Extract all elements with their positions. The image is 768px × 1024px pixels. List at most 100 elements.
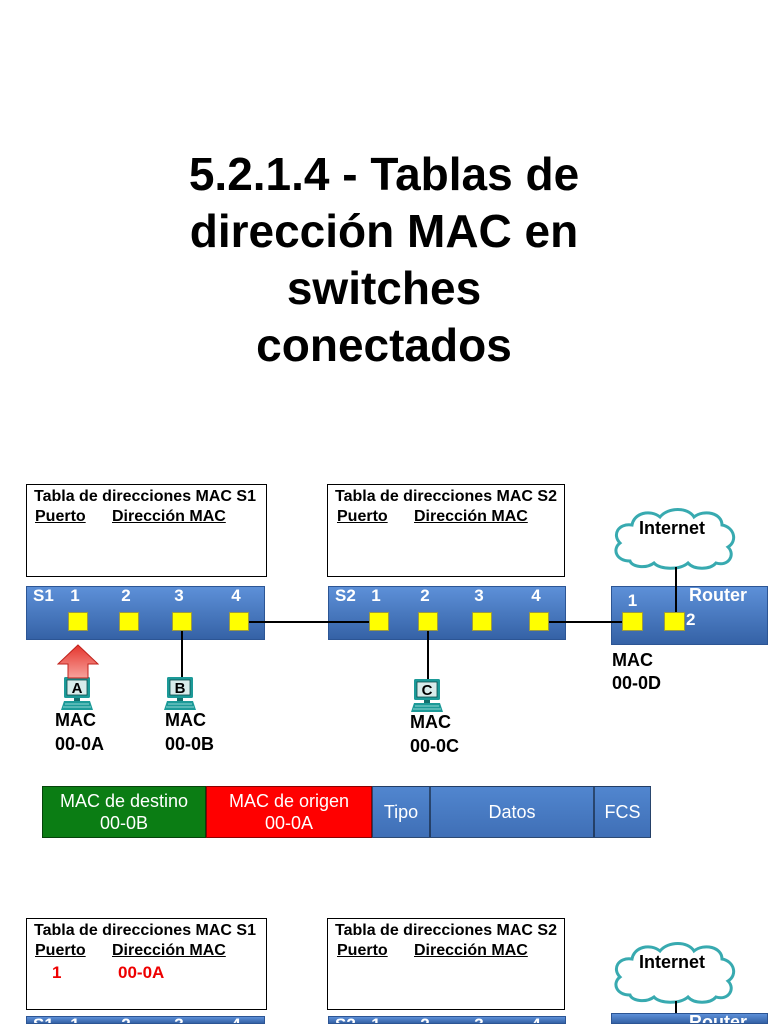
host-c-mac-caption: MAC [410,712,451,732]
s1-mac-table: Tabla de direcciones MAC S1 Puerto Direc… [26,918,267,1010]
switch-s1-label: S1 [33,586,54,605]
port-column-header: Puerto [337,508,388,525]
router: Router 1 2 [611,586,768,645]
s1-port-1-label: 1 [70,586,80,605]
switch-s1-label: S1 [33,1017,54,1023]
frame-destination-mac-value: 00-0B [99,813,149,833]
frame-fcs-label: FCS [604,802,641,822]
s2-mac-table: Tabla de direcciones MAC S2 Puerto Direc… [327,484,565,577]
s2-port-1-label: 1 [366,1017,386,1023]
internet-label: Internet [638,952,705,972]
router-port-1-label: 1 [627,591,638,610]
s2-mac-table-title: Tabla de direcciones MAC S2 [335,488,557,505]
router-port-1 [622,612,643,631]
router: Router [611,1013,768,1024]
switch-s2-label: S2 [335,586,356,605]
pc-screen [169,679,191,696]
host-b-link [181,631,183,677]
host-a-mac-address: 00-0A [55,734,105,754]
pc-screen [416,681,438,698]
internet-label: Internet [638,518,705,538]
pc-stand [424,700,430,703]
host-c-mac-address: 00-0C [410,736,460,756]
port-column-header: Puerto [35,508,86,525]
network-diagram-2: Tabla de direcciones MAC S1 Puerto Direc… [0,918,768,1024]
s2-port-3 [472,612,492,631]
s2-mac-table-title: Tabla de direcciones MAC S2 [335,922,557,939]
s1-port-4-label: 4 [231,586,241,605]
s1-port-3-label: 3 [174,586,184,605]
router-label: Router [689,586,747,605]
s2-port-2 [418,612,438,631]
cloud-outline [614,508,736,570]
host-b-label: B [175,680,186,697]
table-entry-port: 1 [52,963,62,982]
s2-port-2-label: 2 [415,1017,435,1023]
switch-s2: S2 1 2 3 4 [328,1016,566,1024]
switch-s1: S1 1 2 3 4 [26,1016,265,1024]
port-column-header: Puerto [337,942,388,959]
s1-s2-link [249,621,369,623]
s2-port-2-label: 2 [420,586,430,605]
s1-port-2-label: 2 [116,1017,136,1023]
s1-port-4-label: 4 [226,1017,246,1023]
s1-port-2-label: 2 [121,586,131,605]
title-line-4: conectados [256,319,512,371]
s1-port-4 [229,612,249,631]
internet-router-link [675,1001,677,1013]
title-line-3: switches [286,262,482,314]
s1-mac-table-title: Tabla de direcciones MAC S1 [34,922,256,939]
frame-data: Datos [430,786,594,838]
router-label: Router [689,1013,747,1024]
host-b-mac-caption: MAC [165,710,206,730]
host-c-link [427,631,429,679]
cloud-icon [614,508,736,570]
s1-mac-table: Tabla de direcciones MAC S1 Puerto Direc… [26,484,267,577]
pc-keyboard [164,701,196,710]
frame-data-label: Datos [488,802,536,822]
s2-router-link [549,621,622,623]
s2-port-1 [369,612,389,631]
host-a-mac-caption: MAC [55,710,96,730]
switch-s2-label: S2 [335,1017,356,1023]
host-c-label: C [422,682,433,699]
switch-s2: S2 1 2 3 4 [328,586,566,640]
s2-port-1-label: 1 [371,586,381,605]
s1-port-1 [68,612,88,631]
frame-fcs: FCS [594,786,651,838]
s2-port-4-label: 4 [526,1017,546,1023]
s2-port-3-label: 3 [469,1017,489,1023]
s2-port-4 [529,612,549,631]
switch-s1: S1 1 2 3 4 [26,586,265,640]
cloud-icon [614,942,736,1004]
slide-title: 5.2.1.4 - Tablas de dirección MAC en swi… [0,146,768,374]
router-mac-address: 00-0D [612,673,662,693]
s2-port-3-label: 3 [474,586,484,605]
pc-keyboard [61,701,93,710]
frame-source-mac-value: 00-0A [264,813,314,833]
s2-mac-table: Tabla de direcciones MAC S2 Puerto Direc… [327,918,565,1010]
pc-stand [74,698,80,701]
title-line-1: 5.2.1.4 - Tablas de [188,148,580,200]
frame-destination-mac: MAC de destino 00-0B [42,786,206,838]
mac-column-header: Dirección MAC [112,508,226,525]
mac-column-header: Dirección MAC [414,942,528,959]
s1-port-3-label: 3 [169,1017,189,1023]
pc-stand [177,698,183,701]
s1-port-3 [172,612,192,631]
internet-router-link [675,567,677,612]
port-column-header: Puerto [35,942,86,959]
cloud-outline [614,942,736,1004]
pc-keyboard [411,703,443,712]
arrow-up-icon [57,644,99,679]
router-port-2-label: 2 [686,610,696,629]
table-entry-mac: 00-0A [118,963,165,982]
router-port-2 [664,612,685,631]
mac-column-header: Dirección MAC [414,508,528,525]
s1-port-1-label: 1 [65,1017,85,1023]
s1-port-2 [119,612,139,631]
host-a-label: A [72,680,83,697]
network-diagram-1: Tabla de direcciones MAC S1 Puerto Direc… [0,484,768,844]
frame-type: Tipo [372,786,430,838]
title-line-2: dirección MAC en [189,205,579,257]
